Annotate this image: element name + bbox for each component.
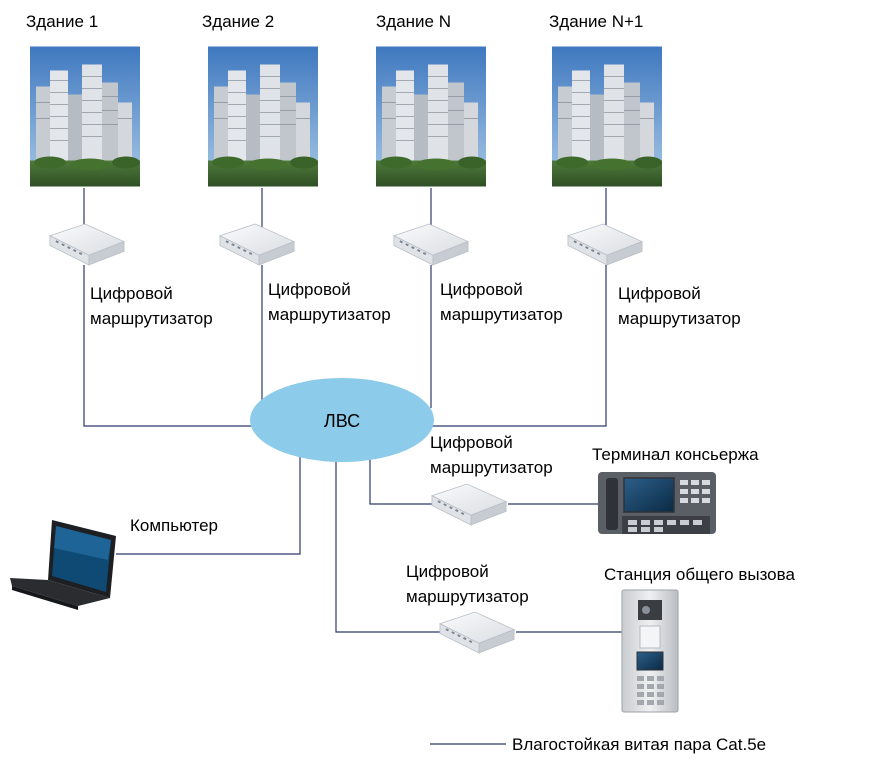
- building-2: Здание 2: [202, 12, 318, 188]
- concierge-terminal-icon: [598, 472, 716, 534]
- router-icon: [431, 483, 507, 526]
- router-label-line2: маршрутизатор: [90, 309, 213, 328]
- building-1: Здание 1: [26, 12, 140, 188]
- router-label-line2: маршрутизатор: [430, 458, 553, 477]
- call-station: Станция общего вызова: [604, 565, 795, 713]
- router-building-n: Цифровой маршрутизатор: [393, 223, 563, 324]
- cable-lines: [83, 188, 622, 745]
- router-label-line1: Цифровой: [430, 433, 513, 452]
- router-call-station: Цифровой маршрутизатор: [406, 562, 529, 654]
- router-label-line2: маршрутизатор: [440, 305, 563, 324]
- lan-label: ЛВС: [324, 411, 360, 431]
- router-label-line1: Цифровой: [440, 280, 523, 299]
- building-label: Здание 1: [26, 12, 98, 31]
- router-label-line1: Цифровой: [268, 280, 351, 299]
- legend-label: Влагостойкая витая пара Cat.5e: [512, 735, 766, 754]
- building-photo: [30, 45, 140, 188]
- concierge-label: Терминал консьержа: [592, 445, 759, 464]
- router-label-line1: Цифровой: [618, 284, 701, 303]
- router-building-n-plus-1: Цифровой маршрутизатор: [567, 223, 741, 328]
- building-label: Здание 2: [202, 12, 274, 31]
- lan-ellipse: [250, 378, 434, 462]
- building-label: Здание N: [376, 12, 451, 31]
- router-label-line2: маршрутизатор: [406, 587, 529, 606]
- legend: Влагостойкая витая пара Cat.5e: [512, 735, 766, 754]
- lan-node: ЛВС: [250, 378, 434, 462]
- building-label: Здание N+1: [549, 12, 643, 31]
- building-n: Здание N: [376, 12, 486, 188]
- building-photo: [552, 45, 662, 188]
- computer-label: Компьютер: [130, 516, 218, 535]
- building-photo: [376, 45, 486, 188]
- router-label-line1: Цифровой: [406, 562, 489, 581]
- computer: Компьютер: [10, 516, 218, 610]
- building-photo: [208, 45, 318, 188]
- router-building-2: Цифровой маршрутизатор: [219, 223, 391, 324]
- router-icon: [219, 223, 295, 266]
- router-icon: [49, 223, 125, 266]
- router-icon: [393, 223, 469, 266]
- router-concierge: Цифровой маршрутизатор: [430, 433, 553, 526]
- call-station-label: Станция общего вызова: [604, 565, 795, 584]
- router-icon: [439, 611, 515, 654]
- laptop-icon: [10, 520, 116, 610]
- router-label-line1: Цифровой: [90, 284, 173, 303]
- concierge-terminal: Терминал консьержа: [592, 445, 759, 534]
- router-label-line2: маршрутизатор: [618, 309, 741, 328]
- router-icon: [567, 223, 643, 266]
- call-panel-icon: [621, 589, 679, 713]
- building-n-plus-1: Здание N+1: [549, 12, 662, 188]
- router-building-1: Цифровой маршрутизатор: [49, 223, 213, 328]
- router-label-line2: маршрутизатор: [268, 305, 391, 324]
